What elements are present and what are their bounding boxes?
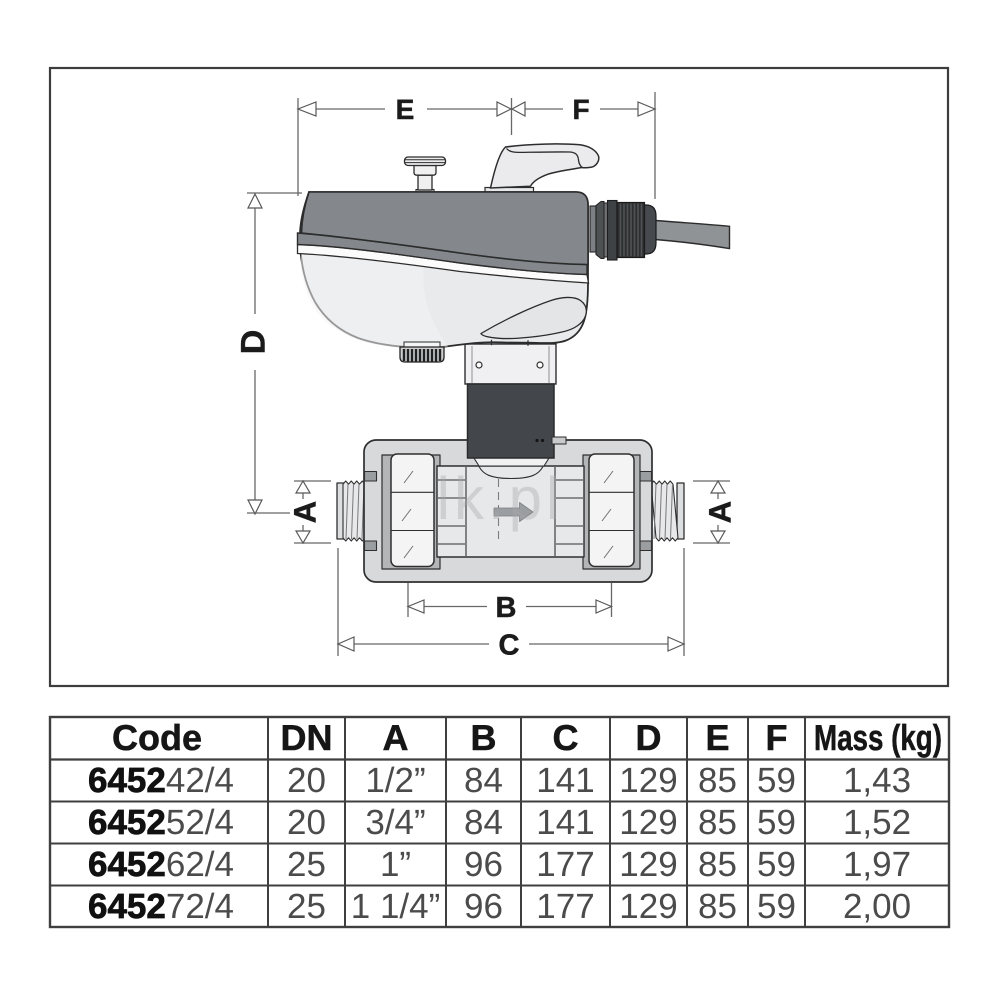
svg-text:85: 85 [698,761,737,800]
svg-text:129: 129 [619,761,677,800]
svg-text:1,43: 1,43 [843,761,911,800]
svg-text:C: C [499,630,520,662]
svg-text:Code: Code [112,717,202,758]
svg-text:141: 141 [536,803,594,842]
svg-text:1”: 1” [380,845,411,884]
svg-text:59: 59 [757,761,796,800]
svg-text:20: 20 [287,803,326,842]
svg-text:B: B [471,717,497,758]
svg-text:96: 96 [464,845,503,884]
svg-text:E: E [705,717,729,758]
svg-text:E: E [396,94,415,125]
svg-text:645242/4: 645242/4 [88,761,234,800]
svg-text:645262/4: 645262/4 [88,845,234,884]
svg-text:lk.pl: lk.pl [437,465,564,532]
svg-text:DN: DN [281,717,333,758]
svg-text:85: 85 [698,845,737,884]
svg-text:84: 84 [464,761,503,800]
svg-text:59: 59 [757,845,796,884]
svg-text:F: F [766,717,788,758]
svg-text:2,00: 2,00 [843,887,911,926]
svg-text:Mass (kg): Mass (kg) [814,717,942,758]
svg-text:141: 141 [536,761,594,800]
svg-text:59: 59 [757,887,796,926]
svg-text:84: 84 [464,803,503,842]
svg-text:D: D [235,330,273,355]
svg-text:1,52: 1,52 [843,803,911,842]
svg-text:96: 96 [464,887,503,926]
svg-text:3/4”: 3/4” [365,803,425,842]
svg-text:177: 177 [536,887,594,926]
svg-text:D: D [636,717,662,758]
svg-text:25: 25 [287,845,326,884]
svg-text:1 1/4”: 1 1/4” [351,887,441,926]
svg-text:85: 85 [698,803,737,842]
svg-text:129: 129 [619,803,677,842]
svg-text:B: B [496,592,517,624]
svg-text:A: A [703,501,738,523]
svg-text:A: A [288,501,323,523]
svg-text:20: 20 [287,761,326,800]
svg-text:25: 25 [287,887,326,926]
svg-text:85: 85 [698,887,737,926]
svg-text:645252/4: 645252/4 [88,803,234,842]
svg-text:129: 129 [619,845,677,884]
svg-text:F: F [572,94,589,125]
svg-text:645272/4: 645272/4 [88,887,234,926]
svg-text:1/2”: 1/2” [365,761,425,800]
svg-text:A: A [383,717,409,758]
svg-text:59: 59 [757,803,796,842]
svg-text:129: 129 [619,887,677,926]
svg-text:177: 177 [536,845,594,884]
svg-text:C: C [553,717,579,758]
svg-text:1,97: 1,97 [843,845,911,884]
